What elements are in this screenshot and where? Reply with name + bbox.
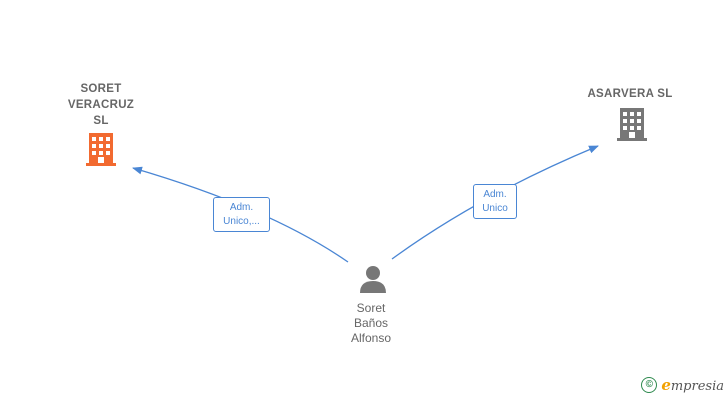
company-name-asarvera[interactable]: ASARVERA SL [587, 88, 673, 100]
company-name-soret-veracruz[interactable]: SORET VERACRUZ SL [67, 83, 135, 127]
edge-label-role[interactable]: Adm. Unico [473, 184, 517, 219]
brand-name: empresia [661, 376, 724, 394]
empresia-logo[interactable]: © empresia [641, 376, 724, 394]
edge-label-role[interactable]: Adm. Unico,... [213, 197, 270, 232]
copyright-icon: © [641, 377, 658, 393]
person-name-soret-banos-alfonso[interactable]: Soret Baños Alfonso [350, 301, 392, 345]
person-icon[interactable] [360, 266, 386, 293]
building-icon[interactable] [86, 133, 116, 166]
building-icon[interactable] [617, 108, 647, 141]
